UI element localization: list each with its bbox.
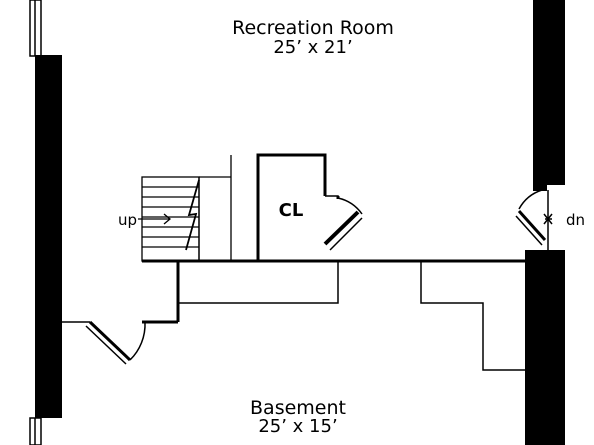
right-wall-upper bbox=[533, 0, 565, 185]
right-wall-post bbox=[533, 183, 547, 191]
partitions bbox=[178, 261, 525, 371]
stairs-up bbox=[138, 155, 232, 262]
interior-walls bbox=[142, 153, 530, 324]
recreation-room-name: Recreation Room bbox=[232, 17, 394, 39]
recreation-room-size: 25’ x 21’ bbox=[273, 37, 352, 58]
stairs-down-label: dn bbox=[566, 211, 585, 229]
basement-door bbox=[62, 320, 178, 365]
left-wall bbox=[35, 55, 62, 418]
exterior-walls bbox=[35, 0, 565, 445]
closet-door bbox=[323, 195, 363, 251]
closet-label: CL bbox=[279, 200, 304, 221]
basement-name: Basement bbox=[250, 397, 346, 419]
stairs-up-label: up bbox=[118, 211, 137, 229]
right-wall-lower bbox=[525, 250, 565, 445]
basement-size: 25’ x 15’ bbox=[258, 416, 337, 437]
right-door bbox=[515, 189, 553, 250]
